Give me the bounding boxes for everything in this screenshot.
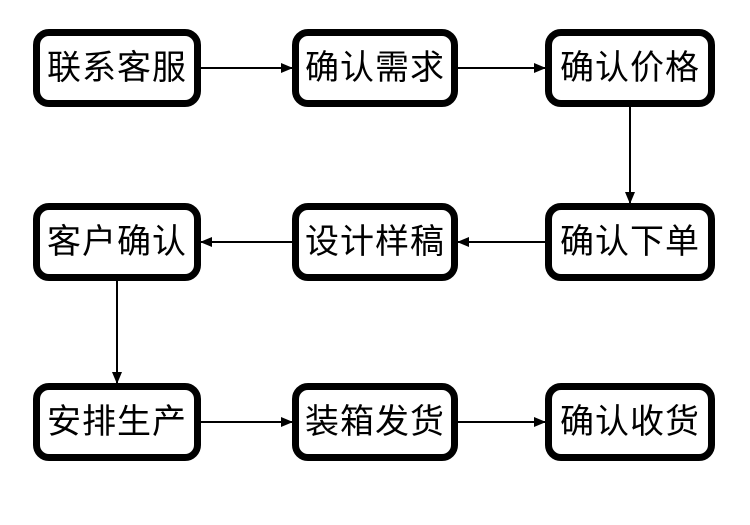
flow-node-label: 联系客服 — [47, 49, 187, 87]
flow-node-label: 确认下单 — [560, 223, 700, 261]
flow-node-confirm-requirements: 确认需求 — [292, 29, 458, 107]
flow-node-label: 确认需求 — [305, 49, 445, 87]
flow-node-arrange-production: 安排生产 — [33, 383, 201, 461]
flow-node-label: 确认收货 — [560, 403, 700, 441]
flow-node-confirm-price: 确认价格 — [545, 29, 715, 107]
flow-node-contact-customer-service: 联系客服 — [33, 29, 201, 107]
flow-node-customer-confirmation: 客户确认 — [33, 203, 201, 281]
flow-node-label: 装箱发货 — [305, 403, 445, 441]
flow-node-label: 安排生产 — [47, 403, 187, 441]
flow-node-confirm-order: 确认下单 — [545, 203, 715, 281]
flow-node-label: 确认价格 — [560, 49, 700, 87]
flow-node-label: 设计样稿 — [305, 223, 445, 261]
flow-node-label: 客户确认 — [47, 223, 187, 261]
flow-node-pack-and-ship: 装箱发货 — [292, 383, 458, 461]
flow-node-design-draft: 设计样稿 — [292, 203, 458, 281]
flow-node-confirm-receipt: 确认收货 — [545, 383, 715, 461]
